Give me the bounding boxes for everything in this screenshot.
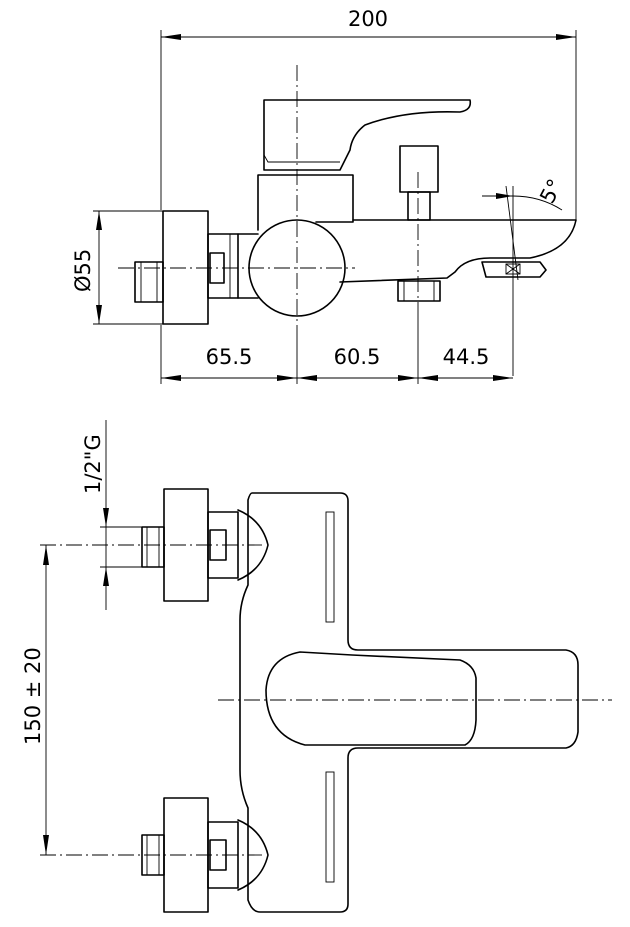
diameter-dimension: Ø55 — [71, 210, 163, 325]
shower-outlet — [397, 280, 441, 302]
aerator — [481, 261, 547, 278]
spacing-label: 150 ± 20 — [21, 647, 45, 745]
spacing-dimension: 150 ± 20 — [21, 545, 49, 855]
thread-dimension: 1/2"G — [81, 420, 142, 610]
overall-width-label: 200 — [348, 7, 388, 31]
eccentric-connector — [207, 233, 259, 299]
side-view: 200 5° Ø55 — [71, 7, 577, 384]
overall-width-dimension: 200 — [160, 7, 577, 220]
diameter-label: Ø55 — [71, 249, 95, 292]
segment-dimensions: 65.5 60.5 44.5 — [160, 305, 513, 384]
lower-slot — [325, 771, 335, 883]
mixer-body-circle — [248, 219, 346, 317]
thread-label: 1/2"G — [81, 434, 105, 494]
inlet-pipe — [134, 261, 164, 303]
segment-label-1: 65.5 — [206, 345, 253, 369]
front-mixer-body — [239, 492, 579, 913]
spout-angle-dimension: 5° — [482, 175, 568, 376]
lower-inlet — [141, 797, 269, 913]
spout-angle-label: 5° — [535, 175, 567, 207]
segment-label-3: 44.5 — [443, 345, 490, 369]
upper-slot — [325, 511, 335, 623]
spout — [339, 219, 577, 283]
mixer-housing — [257, 174, 354, 231]
segment-label-2: 60.5 — [334, 345, 381, 369]
diverter-knob — [399, 145, 439, 221]
wall-flange — [162, 210, 209, 325]
front-handle — [265, 651, 477, 746]
lever-handle — [263, 99, 472, 171]
front-view: 1/2"G 150 ± 20 — [21, 420, 612, 913]
upper-inlet — [141, 488, 269, 602]
